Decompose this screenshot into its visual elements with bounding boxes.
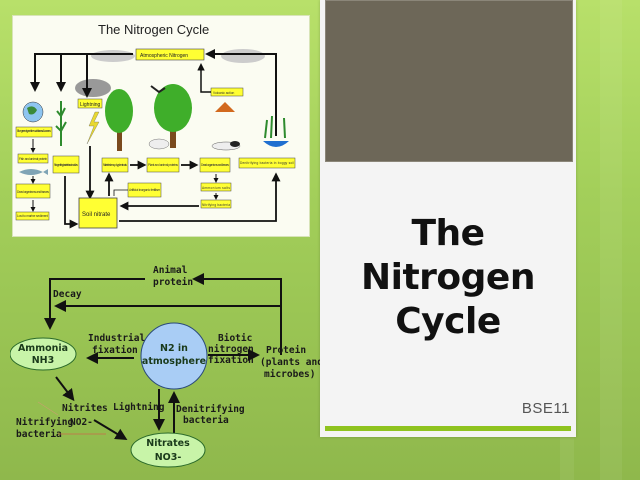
fish-icon — [19, 169, 48, 175]
nitrates-node — [130, 432, 206, 468]
dead-organisms-left-label: Dead organisms and faeces — [17, 190, 49, 194]
globe-land-icon — [27, 106, 37, 115]
atmospheric-nitrogen-label: Atmospheric Nitrogen — [140, 53, 188, 59]
nitrate-uptake-box — [101, 157, 129, 173]
diagram-title: The Nitrogen Cycle — [98, 22, 209, 37]
bird-icon — [150, 85, 166, 94]
animal-patch — [230, 141, 240, 147]
arrow — [30, 53, 133, 92]
industrial-fixation-label-1: Industrial — [88, 333, 145, 344]
slide-title-line1: The Nitrogen — [361, 213, 535, 298]
pond-icon — [263, 141, 289, 147]
lightning-box — [77, 98, 103, 109]
arrow — [205, 49, 277, 136]
plant-animal-proteins-label: Plant and animal proteins — [148, 163, 178, 167]
denitrifying-label: Denitrifying bacteria in boggy soil — [240, 161, 294, 165]
protein-label-2: (plants and — [260, 357, 320, 368]
cloud-icon — [221, 49, 265, 63]
decay-label: Decay — [53, 289, 82, 300]
tree-icon — [105, 89, 133, 133]
nitrifying-label-1: Nitrifying — [16, 417, 73, 428]
nitrates-label: Nitrates — [146, 438, 190, 449]
plant-animal-proteins-box — [146, 157, 180, 173]
denitrifying-label-2: bacteria — [183, 415, 229, 426]
volcano-icon — [215, 102, 235, 112]
nitrites-formula: NO2- — [70, 417, 93, 428]
plant-icon — [55, 101, 67, 146]
ammonium-salts-label: Ammonium salts — [202, 186, 230, 190]
industrial-fixation-label-2: fixation — [92, 345, 138, 356]
lightning-label: Lightning — [80, 102, 101, 108]
n2-label: N2 in — [160, 343, 188, 354]
arrow — [64, 176, 79, 229]
nitrifying-bacteria-label: Nitrifying bacteria — [202, 203, 230, 207]
nitrifying-bacteria-box — [200, 199, 232, 209]
dead-organisms-left-box — [15, 183, 51, 199]
slide-subtitle: BSE11 — [521, 400, 570, 417]
algae-label: Blue green algae in the world's seas & o… — [17, 129, 51, 133]
ammonium-salts-box — [200, 182, 232, 192]
atmosphere-label: atmosphere — [142, 356, 206, 367]
atmospheric-nitrogen-box — [135, 48, 205, 61]
biotic-label-2: nitrogen — [208, 344, 254, 355]
fish-protein-label: Fish and animal protein — [19, 157, 47, 161]
arrow — [55, 376, 75, 402]
accent-bar — [325, 426, 571, 431]
lightning-label: Lightning — [113, 402, 165, 413]
nitrogen-fixing-box — [52, 155, 80, 174]
lightning-bolt-icon — [86, 111, 100, 145]
arrow — [197, 63, 211, 93]
animal-protein-label-2: protein — [153, 277, 193, 288]
ammonia-formula: NH3 — [32, 355, 55, 366]
reeds-icon — [264, 115, 286, 139]
tree-icon — [154, 84, 192, 132]
sheep-icon — [148, 138, 170, 150]
fish-protein-box — [17, 153, 49, 164]
protein-label-3: microbes) — [264, 369, 315, 380]
arrow — [192, 273, 282, 355]
diagram-bottom-svg: Animal protein Decay Ammonia NH3 Industr… — [10, 265, 320, 468]
cloud-icon — [91, 50, 135, 62]
connector-line — [37, 401, 59, 416]
nitrifying-label-2: bacteria — [16, 429, 62, 440]
algae-box — [15, 126, 53, 138]
background-stripe — [600, 0, 622, 480]
slide-title: The Nitrogen Cycle — [320, 212, 576, 344]
dead-organisms-right-label: Dead organisms and faeces — [201, 163, 229, 167]
nitrites-label: Nitrites — [62, 403, 108, 414]
fertiliser-label: Artificial inorganic fertiliser — [129, 188, 161, 192]
dead-organisms-right-box — [199, 157, 231, 173]
nitrogen-cycle-diagram-image: The Nitrogen Cycle Atmospheric Nitrogen … — [12, 15, 310, 237]
arrow — [44, 278, 145, 330]
sediment-box — [15, 211, 50, 221]
arrow — [119, 172, 281, 222]
biotic-label-1: Biotic — [218, 333, 252, 344]
denitrifying-label-1: Denitrifying — [176, 404, 245, 415]
n2-atmosphere-node — [140, 322, 208, 390]
tree-trunk — [117, 116, 122, 151]
photo-placeholder — [325, 0, 573, 162]
nitrogen-cycle-flow-diagram: Animal protein Decay Ammonia NH3 Industr… — [10, 255, 320, 475]
storm-cloud-icon — [75, 79, 111, 97]
title-panel: The Nitrogen Cycle BSE11 — [320, 0, 576, 437]
sediment-label: Lost to marine sediment — [17, 214, 48, 218]
diagram-top-svg: The Nitrogen Cycle Atmospheric Nitrogen … — [15, 22, 296, 229]
ammonia-node — [10, 337, 77, 371]
slide-title-line2: Cycle — [395, 301, 501, 342]
soil-nitrate-box — [78, 197, 118, 229]
nitrogen-fixing-label: Nitrogen fixing bacteria in root nodules — [54, 163, 78, 167]
arrow — [93, 419, 128, 441]
biotic-label-3: fixation — [208, 355, 254, 366]
nitrate-uptake-label: Nitrate taken up by plant roots — [103, 163, 127, 167]
volcanic-action-label: Volcanic action — [213, 91, 234, 95]
denitrifying-box — [238, 157, 296, 169]
protein-label-1: Protein — [266, 345, 306, 356]
animal-protein-label-1: Animal — [153, 265, 188, 276]
nitrates-formula: NO3- — [155, 452, 182, 463]
ammonia-label: Ammonia — [18, 343, 68, 354]
soil-nitrate-label: Soil nitrate — [82, 212, 111, 218]
arrow — [113, 189, 128, 196]
